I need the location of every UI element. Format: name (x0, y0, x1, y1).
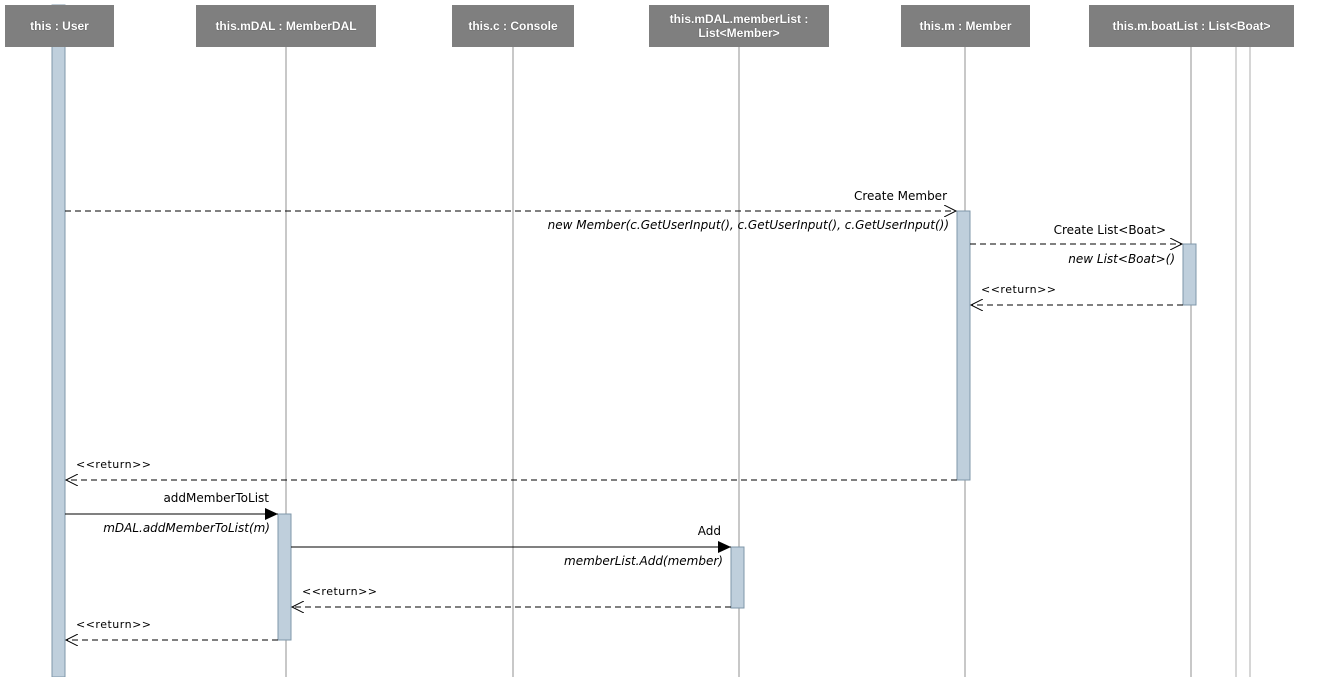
message-label-add-member-to-list: addMemberToList (163, 491, 269, 505)
message-label-add: Add (697, 524, 721, 538)
lifeline-header-console: this.c : Console (452, 5, 574, 47)
lifeline-title: this.mDAL : MemberDAL (215, 19, 357, 33)
message-call-create-member: new Member(c.GetUserInput(), c.GetUserIn… (547, 218, 949, 232)
return-label-mdal: <<return>> (76, 618, 152, 631)
return-label-boatlist: <<return>> (981, 283, 1057, 296)
activation-member (956, 210, 971, 481)
activation-memberlist (730, 546, 745, 609)
return-label-add: <<return>> (302, 585, 378, 598)
lifeline-header-memberlist: this.mDAL.memberList : List<Member> (649, 5, 829, 47)
lifeline-title-line1: this.mDAL.memberList : (669, 12, 809, 26)
lifeline-title: this : User (30, 19, 89, 33)
lifeline-title: this.m.boatList : List<Boat> (1112, 19, 1271, 33)
lifeline-title: this.m : Member (919, 19, 1012, 33)
lifeline-header-member: this.m : Member (901, 5, 1030, 47)
return-label-member: <<return>> (76, 458, 152, 471)
message-label-create-member: Create Member (853, 189, 947, 203)
activation-boatlist (1182, 243, 1197, 306)
message-call-add: memberList.Add(member) (564, 554, 723, 568)
lifeline-header-user: this : User (5, 5, 114, 47)
lifeline-header-mdal: this.mDAL : MemberDAL (196, 5, 376, 47)
lifeline-title-line2: List<Member> (698, 26, 780, 40)
message-call-create-boatlist: new List<Boat>() (1068, 252, 1175, 266)
message-label-create-boatlist: Create List<Boat> (1053, 223, 1166, 237)
activation-mdal (277, 513, 292, 641)
activation-user (51, 4, 66, 677)
lifeline-header-boatlist: this.m.boatList : List<Boat> (1089, 5, 1294, 47)
message-call-add-member-to-list: mDAL.addMemberToList(m) (103, 521, 270, 535)
lifeline-title: this.c : Console (468, 19, 558, 33)
